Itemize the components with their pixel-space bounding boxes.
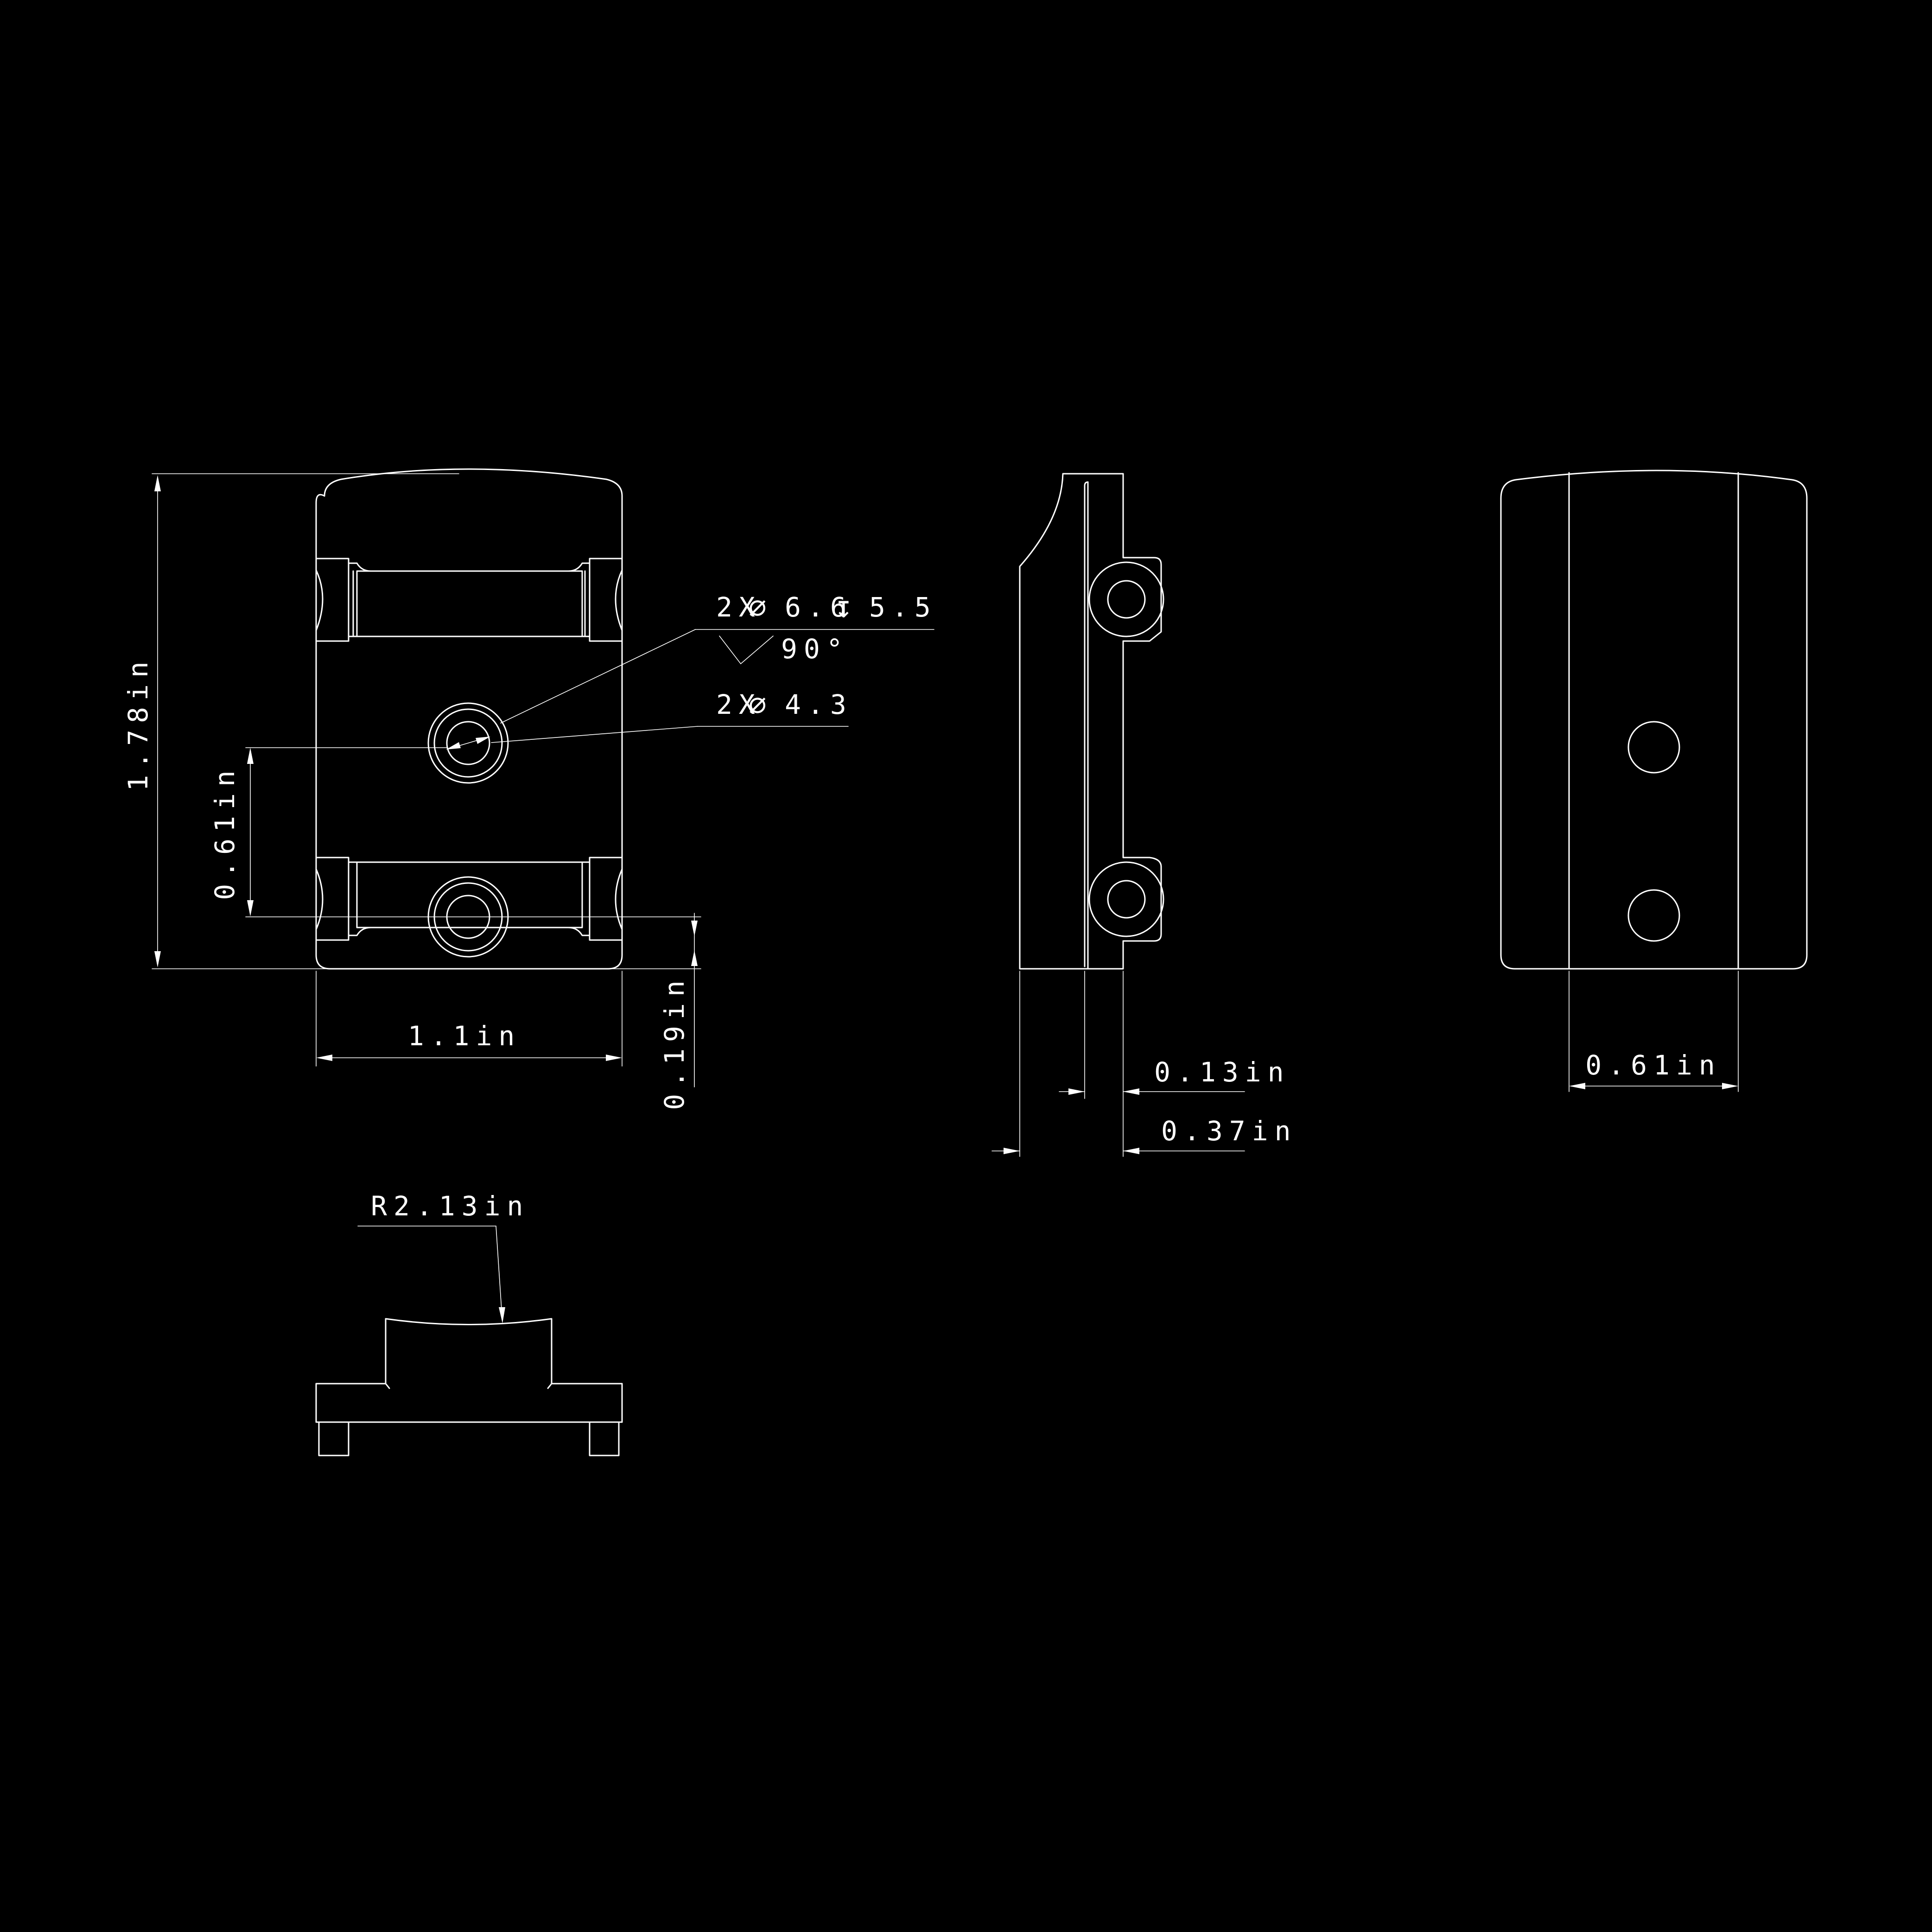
dim-lip-label: 0.13in: [1154, 1056, 1290, 1088]
callout-countersink-angle: 90°: [781, 633, 849, 665]
dim-width-label: 1.1in: [408, 1020, 521, 1052]
dim-lip-line: [1059, 1088, 1245, 1095]
back-view: 0.61in: [1500, 470, 1808, 1092]
dim-width-line: [316, 1055, 622, 1061]
top-view-lower-slot: [315, 857, 623, 941]
front-view-outline: [315, 1318, 623, 1456]
extension-lines: [152, 473, 701, 1067]
diameter-icon: ⌀: [749, 591, 773, 625]
dim-radius-label: R2.13in: [371, 1190, 529, 1222]
hole-callout-leaders: [446, 629, 934, 750]
top-view-upper-slot: [315, 558, 623, 642]
top-view-upper-hole: [427, 702, 509, 784]
front-view: R2.13in: [315, 1190, 623, 1456]
callout-through-qty: 2X: [716, 689, 762, 720]
callout-counterbore-dia: 6.6: [785, 591, 853, 623]
callout-counterbore-qty: 2X: [716, 591, 762, 623]
dim-hole-offset-label: 0.61in: [209, 764, 241, 900]
side-view-lower-boss: [1088, 861, 1164, 937]
dim-height-label: 1.78in: [122, 655, 154, 791]
back-view-upper-hole: [1627, 721, 1680, 774]
back-extension-lines: [1569, 971, 1739, 1092]
side-view-upper-boss: [1088, 561, 1164, 637]
diameter-icon: ⌀: [749, 688, 773, 722]
dim-edge-offset-label: 0.19in: [659, 974, 690, 1110]
depth-icon: ↧: [834, 589, 859, 625]
dim-depth-line: [991, 1148, 1245, 1154]
callout-counterbore-depth: 5.5: [869, 591, 937, 623]
dim-edge-offset-line: [691, 913, 698, 1087]
dim-height-line: [154, 475, 161, 967]
dim-depth-label: 0.37in: [1161, 1115, 1297, 1147]
callout-through-dia: 4.3: [785, 689, 853, 720]
dim-radius-leader: [357, 1226, 505, 1323]
side-view-outline: [1019, 473, 1162, 970]
dim-back-width-label: 0.61in: [1585, 1049, 1722, 1081]
dim-hole-offset-line: [247, 748, 254, 916]
top-view-outline: [315, 468, 623, 970]
side-view: 0.13in 0.37in: [991, 473, 1297, 1157]
back-view-lower-hole: [1627, 889, 1680, 942]
side-extension-lines: [1019, 971, 1124, 1157]
back-view-outline: [1500, 470, 1808, 970]
dim-back-width-line: [1569, 1083, 1738, 1089]
top-view: 1.78in 0.61in 1.1in 0.19in: [122, 468, 937, 1110]
